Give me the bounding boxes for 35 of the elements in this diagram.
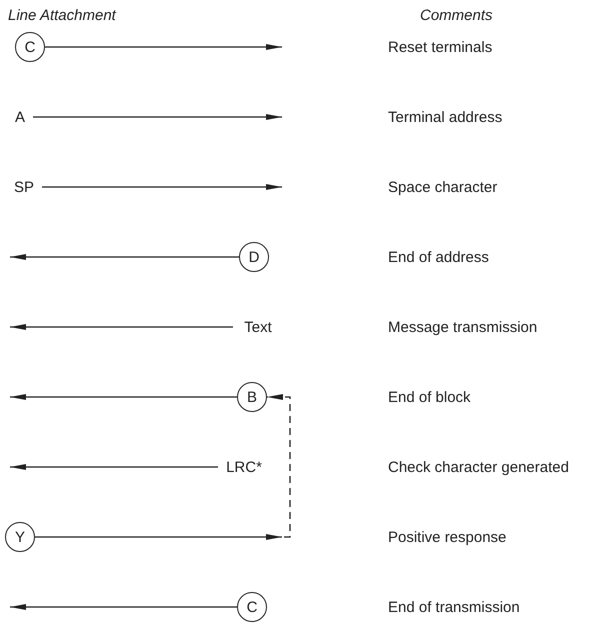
comment-text: End of transmission xyxy=(388,598,520,617)
arrow xyxy=(33,114,282,120)
circle-node xyxy=(15,32,45,62)
column-header: Comments xyxy=(420,6,493,25)
arrow xyxy=(10,464,218,470)
comment-text: Space character xyxy=(388,178,498,197)
column-header: Line Attachment xyxy=(8,6,116,25)
node-label: D xyxy=(248,248,260,266)
signal-label: LRC* xyxy=(223,457,265,477)
comment-text: End of address xyxy=(388,248,489,267)
signal-label: A xyxy=(12,107,28,127)
circle-node xyxy=(237,592,267,622)
circle-node xyxy=(239,242,269,272)
arrow xyxy=(42,184,282,190)
node-label: Y xyxy=(14,528,25,546)
comment-text: Reset terminals xyxy=(388,38,492,57)
comment-text: Message transmission xyxy=(388,318,538,337)
signal-label: Text xyxy=(238,317,278,337)
arrow xyxy=(35,534,282,540)
circle-node xyxy=(237,382,267,412)
arrow xyxy=(10,254,239,260)
circle-node xyxy=(5,522,35,552)
arrow xyxy=(10,394,237,400)
arrow xyxy=(267,394,291,538)
comment-text: Check character generated xyxy=(388,458,569,477)
arrow xyxy=(10,604,237,610)
node-label: C xyxy=(24,38,36,56)
node-label: B xyxy=(246,388,257,406)
comment-text: Positive response xyxy=(388,528,506,547)
signal-label: SP xyxy=(11,177,37,197)
arrow xyxy=(10,324,233,330)
arrow xyxy=(45,44,282,50)
comment-text: Terminal address xyxy=(388,108,502,127)
comment-text: End of block xyxy=(388,388,471,407)
node-label: C xyxy=(246,598,258,616)
